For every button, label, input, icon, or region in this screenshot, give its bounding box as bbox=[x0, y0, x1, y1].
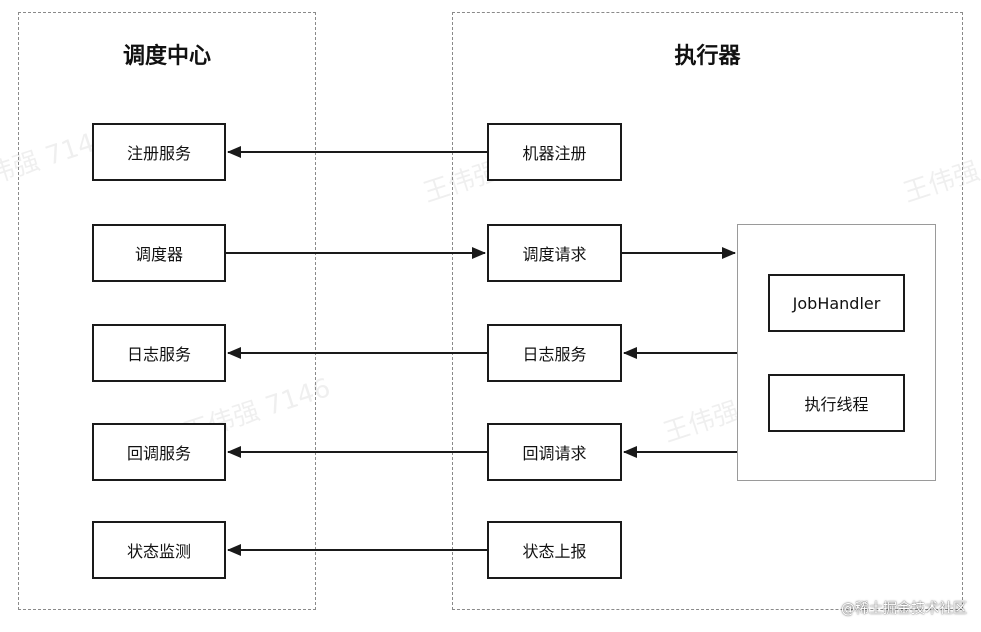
executor-title: 执行器 bbox=[674, 44, 741, 69]
log-service-box: 日志服务 bbox=[92, 324, 226, 382]
scheduler-center-title: 调度中心 bbox=[122, 44, 211, 69]
callback-service-box: 回调服务 bbox=[92, 423, 226, 481]
schedule-request-box: 调度请求 bbox=[487, 224, 622, 282]
status-monitor-box: 状态监测 bbox=[92, 521, 226, 579]
status-report-box: 状态上报 bbox=[487, 521, 622, 579]
job-handler-box: JobHandler bbox=[768, 274, 905, 332]
scheduler-center-panel bbox=[18, 12, 316, 610]
job-thread-panel bbox=[737, 224, 936, 481]
credit-text: @稀土掘金技术社区 bbox=[841, 601, 967, 617]
executor-panel bbox=[452, 12, 963, 610]
register-service-box: 注册服务 bbox=[92, 123, 226, 181]
executor-log-service-box: 日志服务 bbox=[487, 324, 622, 382]
execution-thread-box: 执行线程 bbox=[768, 374, 905, 432]
scheduler-box: 调度器 bbox=[92, 224, 226, 282]
callback-request-box: 回调请求 bbox=[487, 423, 622, 481]
machine-register-box: 机器注册 bbox=[487, 123, 622, 181]
